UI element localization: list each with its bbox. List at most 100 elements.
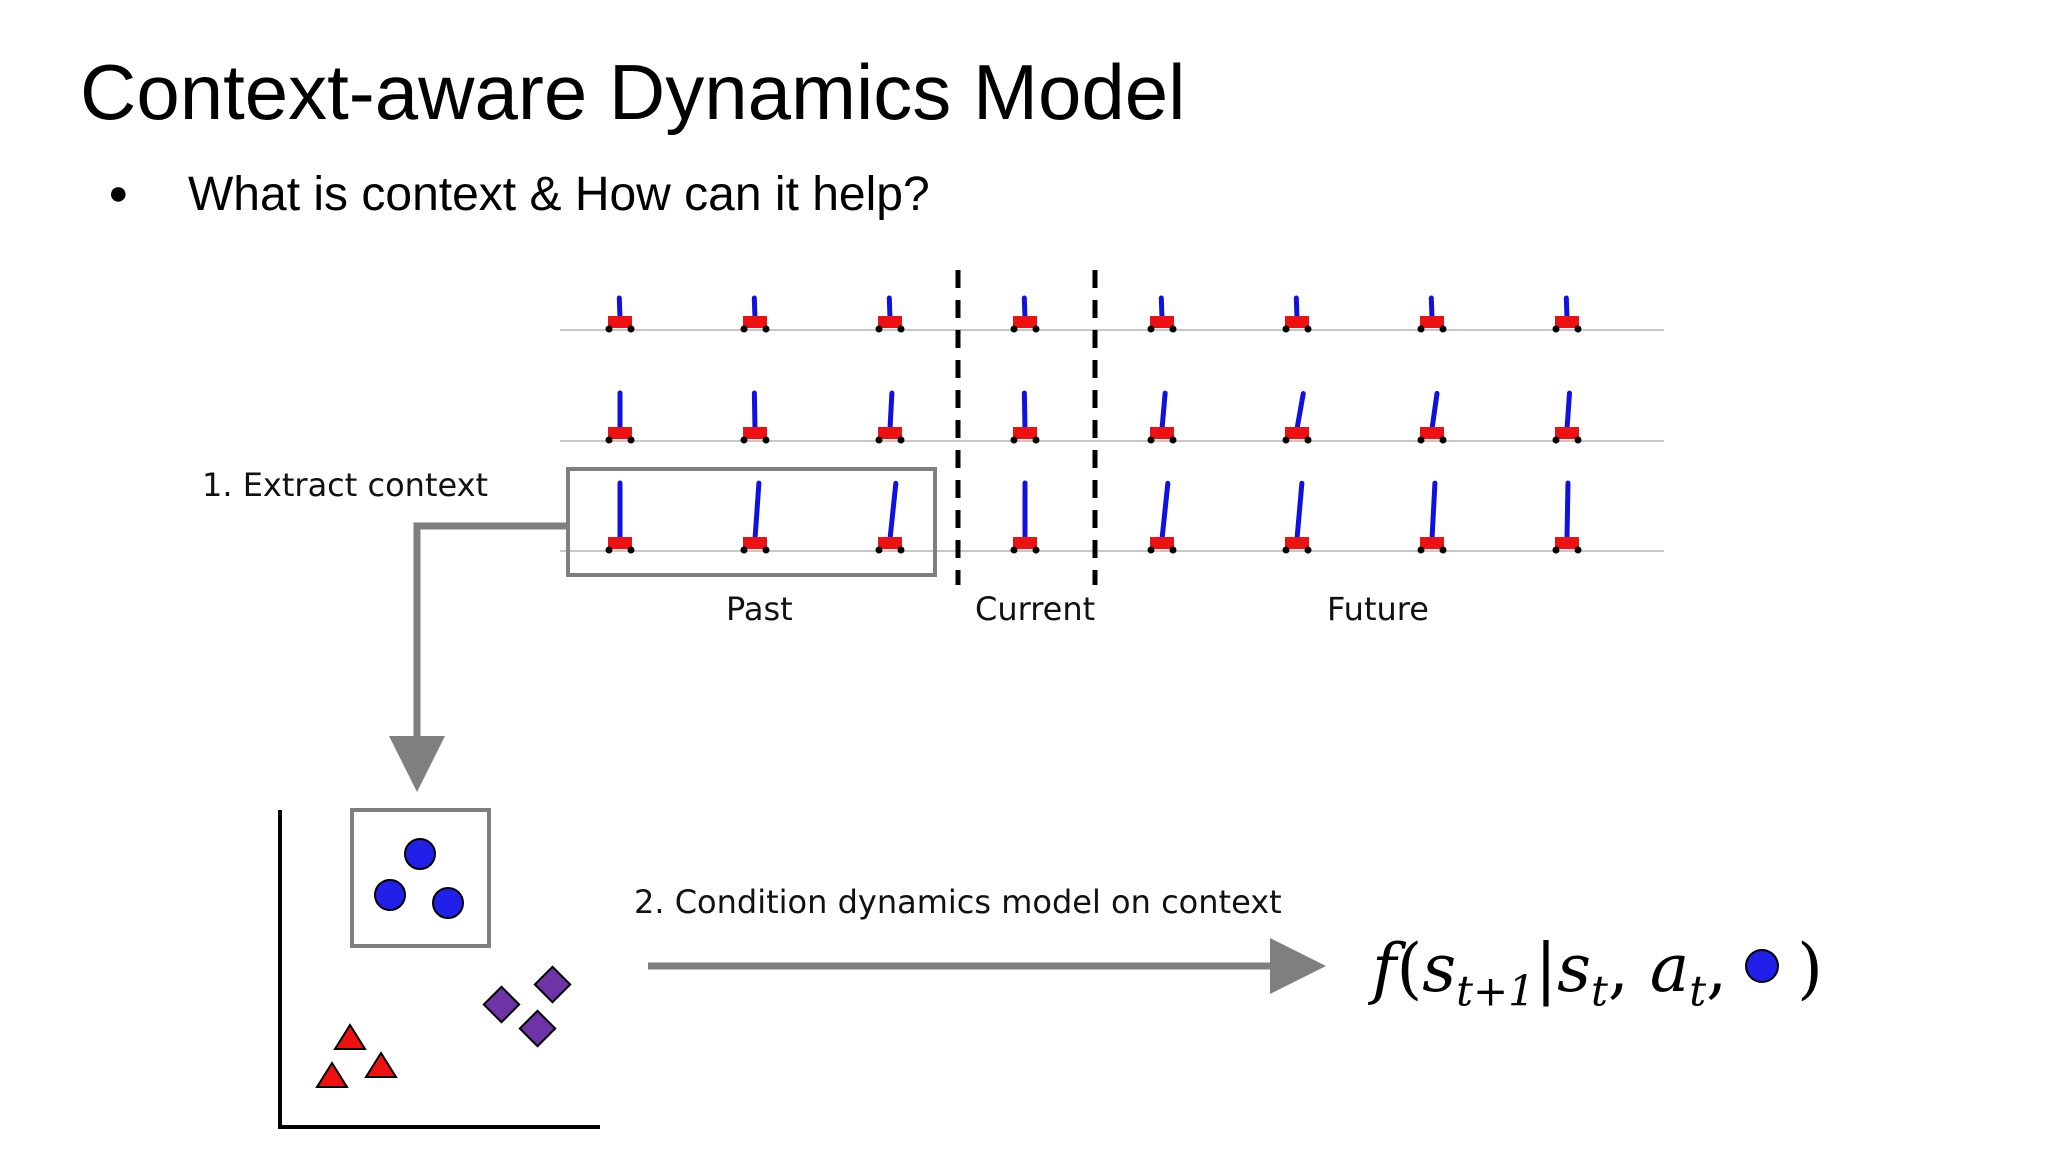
pole xyxy=(1294,391,1306,432)
pole xyxy=(1564,480,1571,542)
cartpole-frame xyxy=(1282,295,1312,333)
wheel xyxy=(605,546,613,554)
formula-open-paren: ( xyxy=(1396,930,1423,1007)
cartpole-frame xyxy=(1282,480,1312,554)
wheel xyxy=(875,546,883,554)
wheel xyxy=(1147,546,1155,554)
wheel xyxy=(1439,325,1447,333)
past-label: Past xyxy=(726,590,793,628)
wheel xyxy=(1032,325,1040,333)
context-dot-icon xyxy=(1745,949,1780,983)
bullet-dot: ● xyxy=(108,174,129,212)
scatter-axes xyxy=(278,810,600,1129)
cart xyxy=(743,316,767,328)
wheel xyxy=(1147,436,1155,444)
wheel xyxy=(1439,546,1447,554)
cart xyxy=(878,316,902,328)
pole xyxy=(752,480,762,542)
cartpole-frame xyxy=(1147,295,1177,333)
cartpole-grid xyxy=(560,295,1664,554)
wheel xyxy=(1574,436,1582,444)
cartpole-frame xyxy=(740,390,770,444)
wheel xyxy=(897,546,905,554)
cartpole-frame xyxy=(605,390,635,444)
cart xyxy=(878,427,902,439)
wheel xyxy=(627,325,635,333)
wheel xyxy=(1417,325,1425,333)
wheel xyxy=(1552,325,1560,333)
wheel xyxy=(1304,325,1312,333)
wheel xyxy=(627,436,635,444)
wheel xyxy=(1282,546,1290,554)
cart xyxy=(1555,316,1579,328)
wheel xyxy=(627,546,635,554)
cart xyxy=(1013,316,1037,328)
cart xyxy=(1285,427,1309,439)
wheel xyxy=(1417,436,1425,444)
pole xyxy=(1564,390,1573,432)
pole xyxy=(887,480,899,542)
wheel xyxy=(740,546,748,554)
cart xyxy=(1420,427,1444,439)
extract-context-label: 1. Extract context xyxy=(202,466,489,504)
pole xyxy=(1563,295,1570,321)
cart xyxy=(1420,537,1444,549)
cart xyxy=(608,537,632,549)
cartpole-frame xyxy=(1147,480,1177,554)
formula-comma: , xyxy=(1607,930,1629,1007)
cart xyxy=(1150,427,1174,439)
formula-comma: , xyxy=(1706,930,1728,1007)
cartpole-frame xyxy=(1010,390,1040,444)
formula-s-current: s xyxy=(1557,930,1591,1007)
cartpole-frame xyxy=(605,295,635,333)
pole xyxy=(1293,295,1300,321)
wheel xyxy=(1439,436,1447,444)
cartpole-frame xyxy=(605,480,635,554)
wheel xyxy=(1417,546,1425,554)
wheel xyxy=(1552,436,1560,444)
triangle-marker xyxy=(364,1051,398,1078)
wheel xyxy=(1574,546,1582,554)
formula-sub-t: t xyxy=(1689,966,1707,1016)
cart xyxy=(608,316,632,328)
bullet-item: ● What is context & How can it help? xyxy=(108,166,930,224)
condition-label: 2. Condition dynamics model on context xyxy=(634,883,1282,921)
pole xyxy=(1159,390,1168,432)
current-label: Current xyxy=(975,590,1096,628)
pole xyxy=(1429,480,1438,542)
wheel xyxy=(1282,325,1290,333)
cartpole-frame xyxy=(740,480,770,554)
wheel xyxy=(1032,546,1040,554)
pole xyxy=(1428,295,1435,321)
future-label: Future xyxy=(1327,590,1429,628)
wheel xyxy=(1169,436,1177,444)
cart xyxy=(1420,316,1444,328)
extract-arrow xyxy=(389,522,568,792)
wheel xyxy=(1552,546,1560,554)
wheel xyxy=(1010,325,1018,333)
bullet-text: What is context & How can it help? xyxy=(188,168,930,221)
cart xyxy=(1555,537,1579,549)
wheel xyxy=(1304,436,1312,444)
wheel xyxy=(740,325,748,333)
cartpole-frame xyxy=(1552,390,1582,444)
wheel xyxy=(1574,325,1582,333)
triangle-marker xyxy=(315,1061,349,1088)
cartpole-frame xyxy=(1010,295,1040,333)
cartpole-frame xyxy=(1552,295,1582,333)
wheel xyxy=(1304,546,1312,554)
cart xyxy=(1285,537,1309,549)
pole xyxy=(1021,295,1028,321)
diamond-marker xyxy=(482,985,521,1024)
cart xyxy=(608,427,632,439)
diamond-marker xyxy=(533,965,572,1004)
wheel xyxy=(1169,546,1177,554)
pole xyxy=(1294,480,1305,542)
cartpole-frame xyxy=(875,480,905,554)
cartpole-frame xyxy=(1417,480,1447,554)
formula-f: f xyxy=(1372,930,1397,1007)
cart xyxy=(743,537,767,549)
cart xyxy=(1013,537,1037,549)
formula-sub-next: t+1 xyxy=(1456,966,1535,1016)
